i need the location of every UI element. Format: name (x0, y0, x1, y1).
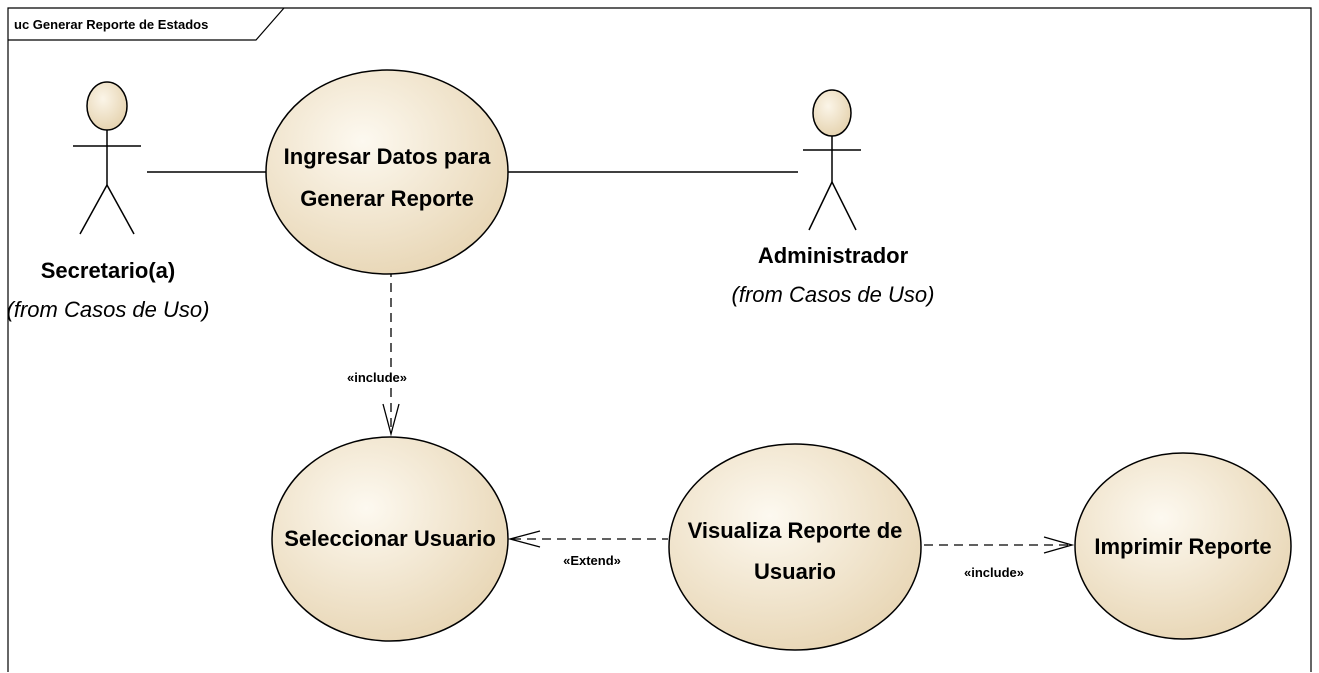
extend-relation[interactable]: «Extend» (507, 530, 668, 568)
usecase-imprimir-label: Imprimir Reporte (1094, 534, 1271, 559)
include-2-label: «include» (964, 565, 1024, 580)
usecase-ingresar-datos[interactable]: Ingresar Datos para Generar Reporte (265, 69, 509, 275)
actor-secretario-from: (from Casos de Uso) (7, 297, 210, 322)
actor-secretario[interactable]: Secretario(a) (from Casos de Uso) (7, 81, 210, 322)
actor-administrador-leg-right (831, 181, 857, 231)
include-relation-2[interactable]: «include» (924, 536, 1075, 580)
actor-administrador-name: Administrador (758, 243, 909, 268)
usecase-imprimir-reporte[interactable]: Imprimir Reporte (1074, 452, 1292, 640)
usecase-visualiza-reporte[interactable]: Visualiza Reporte de Usuario (668, 443, 922, 651)
include-2-arrowhead (1043, 536, 1075, 554)
extend-arrowhead (507, 530, 541, 548)
frame-title: uc Generar Reporte de Estados (14, 17, 208, 32)
include-1-label: «include» (347, 370, 407, 385)
include-1-arrowhead (382, 403, 400, 437)
usecase-seleccionar-usuario[interactable]: Seleccionar Usuario (271, 436, 509, 642)
usecase-seleccionar-label: Seleccionar Usuario (284, 526, 496, 551)
actor-secretario-leg-right (106, 184, 135, 235)
actor-secretario-leg-left (79, 184, 108, 235)
usecase-imprimir-ellipse (1074, 452, 1292, 640)
actor-secretario-head (86, 81, 128, 131)
diagram-frame: uc Generar Reporte de Estados (7, 7, 1312, 672)
frame-tab (8, 7, 285, 41)
usecase-visualiza-label-2: Usuario (754, 559, 836, 584)
actor-administrador-leg-left (808, 181, 833, 231)
actor-administrador[interactable]: Administrador (from Casos de Uso) (732, 89, 935, 307)
usecase-ingresar-label-1: Ingresar Datos para (284, 144, 491, 169)
frame-border (7, 7, 1312, 672)
include-relation-1[interactable]: «include» (347, 268, 407, 437)
actor-administrador-head (812, 89, 852, 137)
usecase-ingresar-ellipse (265, 69, 509, 275)
actor-secretario-name: Secretario(a) (41, 258, 176, 283)
usecase-visualiza-ellipse (668, 443, 922, 651)
usecase-visualiza-label-1: Visualiza Reporte de (688, 518, 903, 543)
actor-administrador-from: (from Casos de Uso) (732, 282, 935, 307)
extend-label: «Extend» (563, 553, 621, 568)
usecase-seleccionar-ellipse (271, 436, 509, 642)
usecase-ingresar-label-2: Generar Reporte (300, 186, 474, 211)
